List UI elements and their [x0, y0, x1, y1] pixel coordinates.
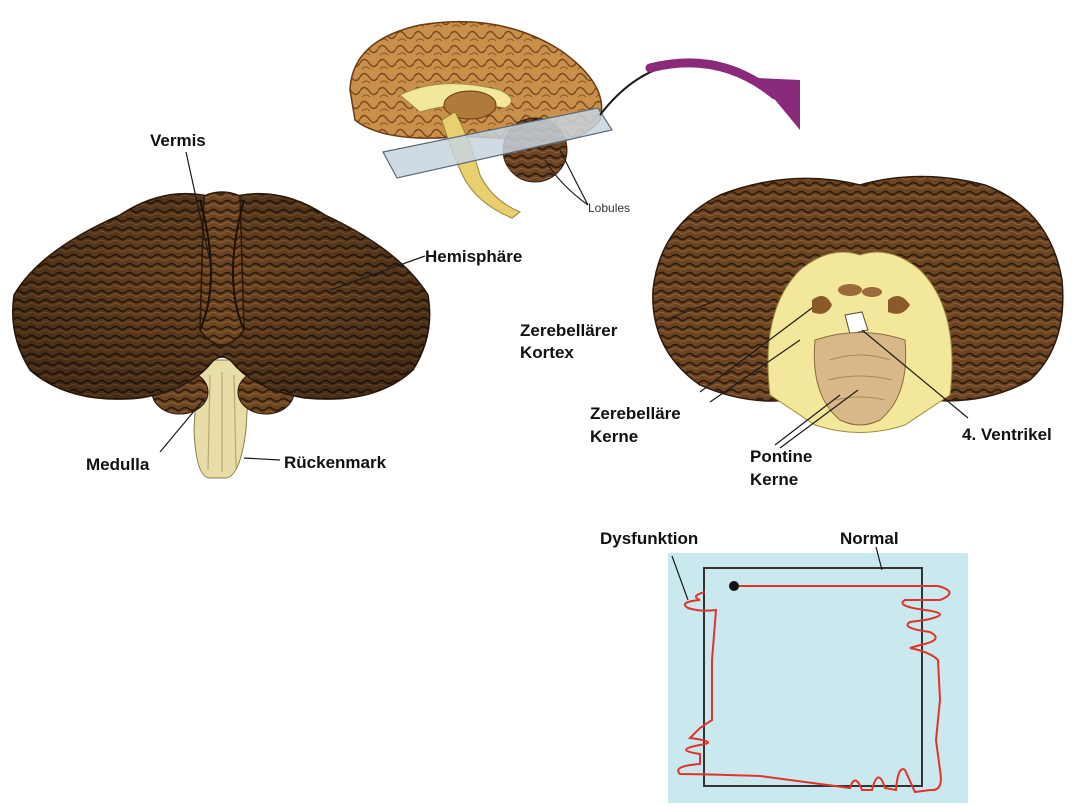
label-dysfunction: Dysfunktion [600, 529, 698, 548]
vermis-region [200, 192, 244, 345]
label-cerebellar-nuclei-line1: Zerebelläre [590, 404, 681, 423]
label-vermis: Vermis [150, 131, 206, 150]
spinal-cord-leader [244, 458, 280, 460]
label-fourth-ventricle: 4. Ventrikel [962, 425, 1052, 444]
label-pontine-nuclei-line1: Pontine [750, 447, 812, 466]
sagittal-brain-view [350, 22, 612, 218]
label-pontine-nuclei-line2: Kerne [750, 470, 798, 489]
cerebellum-cross-section [653, 177, 1063, 449]
label-normal: Normal [840, 529, 899, 548]
start-dot-icon [729, 581, 739, 591]
label-cerebellar-cortex-line2: Kortex [520, 343, 574, 362]
label-cerebellar-cortex-line1: Zerebellärer [520, 321, 618, 340]
trajectory-panel [668, 547, 968, 803]
label-medulla: Medulla [86, 455, 150, 474]
label-spinal-cord: Rückenmark [284, 453, 387, 472]
label-lobules: Lobules [588, 201, 630, 215]
label-cerebellar-nuclei-line2: Kerne [590, 427, 638, 446]
curved-arrow-icon [600, 62, 800, 130]
label-hemisphere: Hemisphäre [425, 247, 522, 266]
cerebellum-posterior-view [13, 192, 430, 478]
